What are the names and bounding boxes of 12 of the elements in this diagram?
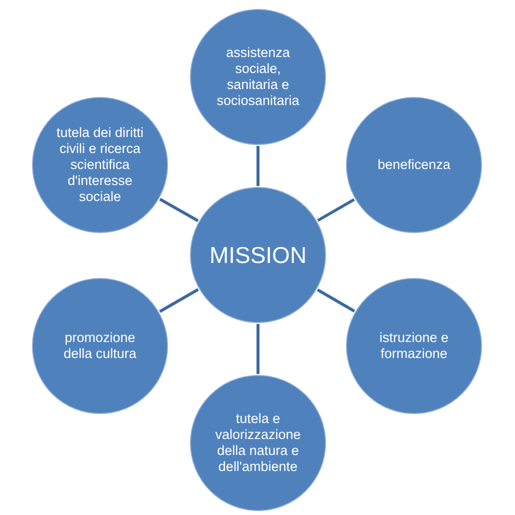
topic-label: tutela e valorizzazione della natura e dell'ambiente: [214, 411, 302, 475]
connector-line: [256, 146, 260, 186]
topic-label: assistenza sociale, sanitaria e sociosanitaria: [216, 45, 300, 109]
topic-label: beneficenza: [376, 157, 452, 173]
connector-line: [159, 198, 199, 222]
center-label: MISSION: [208, 241, 308, 269]
topic-label: promozione della cultura: [62, 330, 138, 362]
connector-line: [317, 198, 355, 222]
connector-line: [316, 288, 356, 312]
connector-line: [256, 324, 260, 374]
topic-label: tutela dei diritti civili e ricerca scientifica d'interesse sociale: [55, 125, 145, 205]
topic-label: istruzione e formazione: [378, 330, 450, 362]
